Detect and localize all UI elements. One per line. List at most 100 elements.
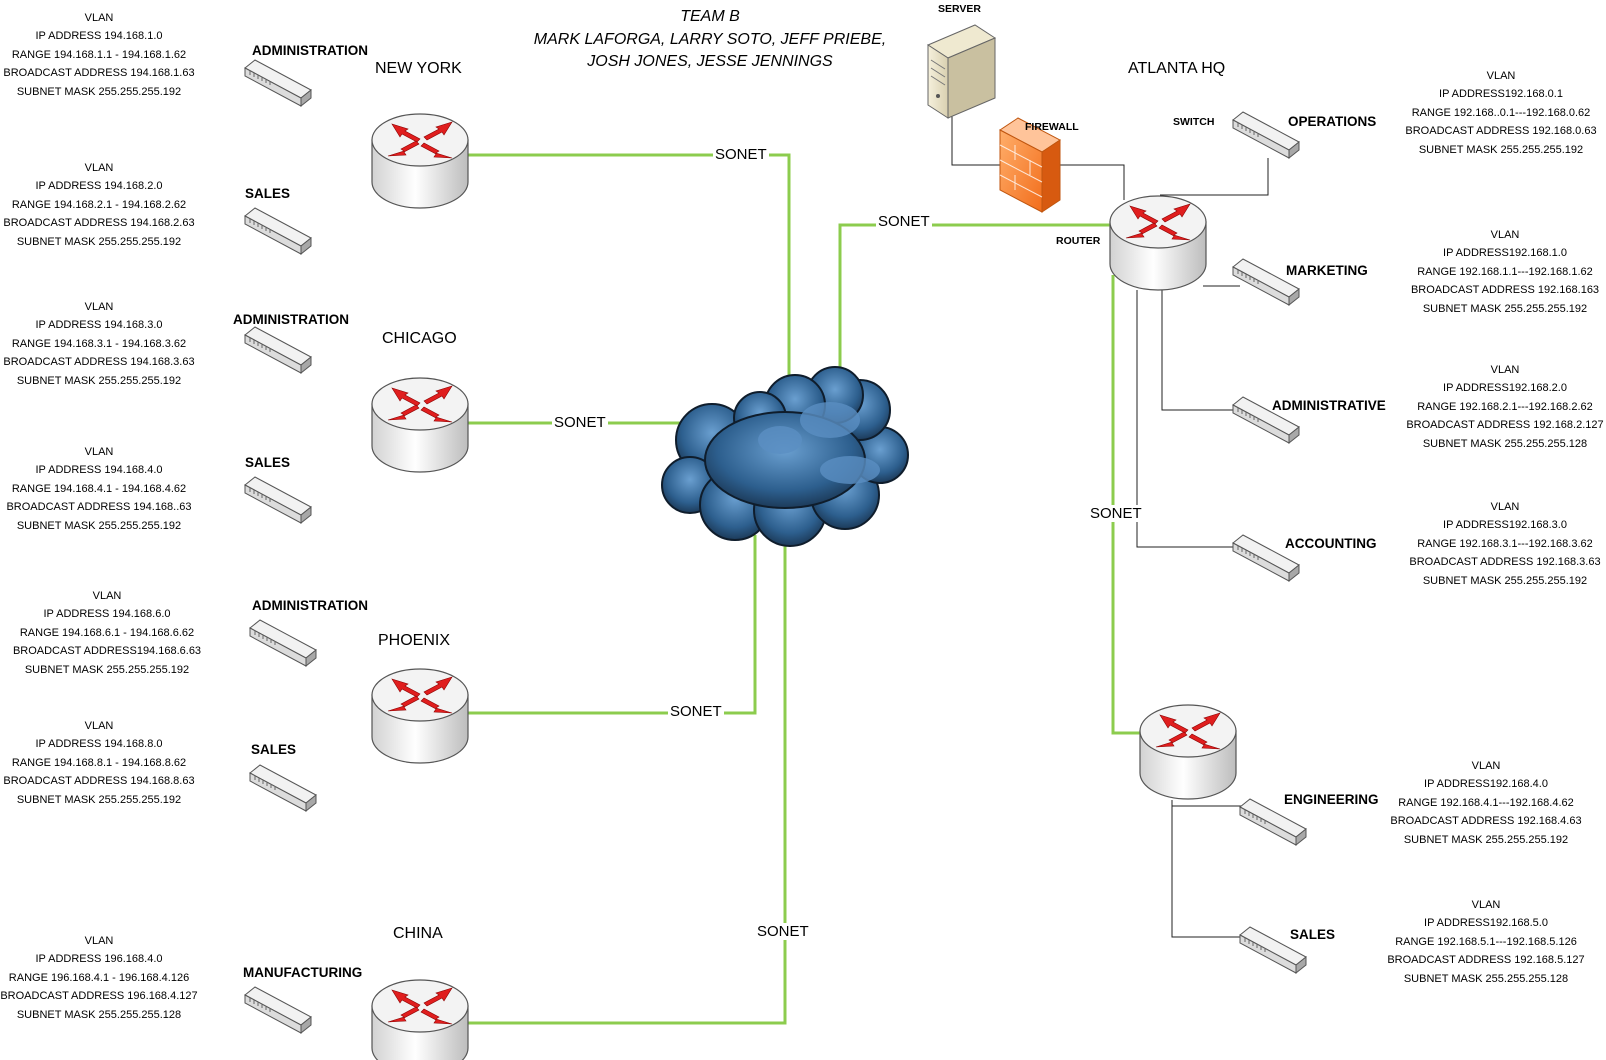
dept-label-chi-admin: ADMINISTRATION (233, 312, 349, 327)
dept-label-phx-sales: SALES (251, 742, 297, 757)
city-label-chicago: CHICAGO (382, 330, 457, 347)
server-label: SERVER (938, 3, 981, 15)
vlan-title: VLAN (92, 590, 122, 602)
vlan-block-atl-sales: VLAN IP ADDRESS192.168.5.0 RANGE 192.168… (1371, 896, 1601, 988)
sonet-label-atlanta: SONET (876, 213, 932, 230)
vlan-range: RANGE 196.168.4.1 - 196.168.4.126 (8, 971, 190, 984)
sonet-label-china: SONET (755, 923, 811, 940)
sonet-links (455, 153, 1140, 1025)
dept-label-atl-accounting: ACCOUNTING (1285, 536, 1377, 551)
vlan-block-chi-sales: VLAN IP ADDRESS 194.168.4.0 RANGE 194.16… (0, 443, 214, 535)
vlan-ip: IP ADDRESS 194.168.1.0 (35, 30, 163, 43)
city-label-phoenix: PHOENIX (378, 632, 451, 649)
vlan-broadcast: BROADCAST ADDRESS 192.168.4.63 (1390, 815, 1582, 828)
vlan-ip: IP ADDRESS 196.168.4.0 (35, 953, 163, 966)
dept-label-china-mfg: MANUFACTURING (243, 965, 363, 980)
city-label-china: CHINA (393, 925, 443, 942)
vlan-block-chi-admin: VLAN IP ADDRESS 194.168.3.0 RANGE 194.16… (0, 298, 214, 390)
vlan-broadcast: BROADCAST ADDRESS 192.168.0.63 (1405, 125, 1597, 138)
vlan-mask: SUBNET MASK 255.255.255.192 (1422, 574, 1588, 587)
vlan-broadcast: BROADCAST ADDRESS 192.168.3.63 (1409, 556, 1601, 569)
vlan-range: RANGE 192.168.1.1---192.168.1.62 (1417, 265, 1593, 278)
vlan-title: VLAN (1490, 501, 1520, 513)
vlan-block-china-mfg: VLAN IP ADDRESS 196.168.4.0 RANGE 196.16… (0, 932, 214, 1024)
vlan-broadcast: BROADCAST ADDRESS 194.168.3.63 (3, 356, 195, 369)
switch-chi-admin[interactable] (244, 326, 312, 374)
team-members-line2: JOSH JONES, JESSE JENNINGS (587, 53, 833, 70)
firewall-icon[interactable] (999, 117, 1061, 213)
vlan-mask: SUBNET MASK 255.255.255.192 (16, 519, 182, 532)
switch-china-mfg[interactable] (244, 986, 312, 1034)
vlan-ip: IP ADDRESS192.168.0.1 (1439, 88, 1563, 101)
vlan-title: VLAN (1471, 899, 1501, 911)
vlan-block-atl-administrative: VLAN IP ADDRESS192.168.2.0 RANGE 192.168… (1390, 361, 1606, 453)
switch-phx-sales[interactable] (249, 764, 317, 812)
city-label-newyork: NEW YORK (375, 60, 462, 77)
vlan-block-phx-sales: VLAN IP ADDRESS 194.168.8.0 RANGE 194.16… (0, 717, 214, 809)
vlan-mask: SUBNET MASK 255.255.255.128 (16, 1008, 182, 1021)
vlan-ip: IP ADDRESS192.168.4.0 (1424, 778, 1548, 791)
switch-ny-sales[interactable] (244, 207, 312, 255)
router-newyork[interactable] (371, 113, 469, 209)
vlan-mask: SUBNET MASK 255.255.255.192 (16, 235, 182, 248)
router-china[interactable] (371, 979, 469, 1060)
dept-label-atl-operations: OPERATIONS (1288, 114, 1377, 129)
vlan-mask: SUBNET MASK 255.255.255.192 (16, 793, 182, 806)
link-china (455, 530, 787, 1025)
dept-label-atl-marketing: MARKETING (1286, 263, 1368, 278)
vlan-title: VLAN (1471, 760, 1501, 772)
vlan-mask: SUBNET MASK 255.255.255.192 (1403, 833, 1569, 846)
router-atlanta[interactable] (1109, 195, 1207, 291)
team-title: TEAM B (680, 8, 740, 25)
vlan-title: VLAN (84, 301, 114, 313)
vlan-range: RANGE 194.168.4.1 - 194.168.4.62 (11, 482, 187, 495)
router-label: ROUTER (1056, 235, 1101, 247)
router-phoenix[interactable] (371, 668, 469, 764)
link-atlanta (838, 223, 1110, 370)
vlan-ip: IP ADDRESS 194.168.8.0 (35, 738, 163, 751)
vlan-broadcast: BROADCAST ADDRESS194.168.6.63 (12, 645, 202, 658)
vlan-mask: SUBNET MASK 255.255.255.128 (1422, 437, 1588, 450)
switch-chi-sales[interactable] (244, 476, 312, 524)
vlan-block-atl-operations: VLAN IP ADDRESS192.168.0.1 RANGE 192.168… (1386, 67, 1606, 159)
internet-cloud (661, 366, 909, 547)
dept-label-chi-sales: SALES (245, 455, 291, 470)
vlan-ip: IP ADDRESS192.168.1.0 (1443, 247, 1567, 260)
switch-ny-admin[interactable] (244, 59, 312, 107)
vlan-broadcast: BROADCAST ADDRESS 194.168.2.63 (3, 217, 195, 230)
vlan-range: RANGE 194.168.2.1 - 194.168.2.62 (11, 198, 187, 211)
vlan-ip: IP ADDRESS 194.168.2.0 (35, 180, 163, 193)
vlan-block-atl-marketing: VLAN IP ADDRESS192.168.1.0 RANGE 192.168… (1390, 226, 1606, 318)
vlan-ip: IP ADDRESS192.168.3.0 (1443, 519, 1567, 532)
vlan-mask: SUBNET MASK 255.255.255.192 (1418, 143, 1584, 156)
vlan-ip: IP ADDRESS 194.168.6.0 (43, 608, 171, 621)
vlan-block-atl-engineering: VLAN IP ADDRESS192.168.4.0 RANGE 192.168… (1371, 757, 1601, 849)
vlan-mask: SUBNET MASK 255.255.255.192 (24, 663, 190, 676)
dept-label-atl-sales: SALES (1290, 927, 1336, 942)
vlan-title: VLAN (1490, 364, 1520, 376)
vlan-range: RANGE 192.168.4.1---192.168.4.62 (1398, 796, 1574, 809)
vlan-block-ny-sales: VLAN IP ADDRESS 194.168.2.0 RANGE 194.16… (0, 159, 214, 251)
vlan-ip: IP ADDRESS192.168.2.0 (1443, 382, 1567, 395)
vlan-ip: IP ADDRESS192.168.5.0 (1424, 917, 1548, 930)
lan-links (951, 115, 1269, 938)
vlan-broadcast: BROADCAST ADDRESS 192.168.163 (1410, 284, 1600, 297)
link-phoenix (455, 535, 757, 715)
city-label-atlanta: ATLANTA HQ (1128, 60, 1226, 77)
vlan-broadcast: BROADCAST ADDRESS 194.168..63 (6, 501, 192, 514)
vlan-ip: IP ADDRESS 194.168.4.0 (35, 464, 163, 477)
vlan-range: RANGE 194.168.1.1 - 194.168.1.62 (11, 48, 187, 61)
server-icon[interactable] (926, 24, 997, 119)
vlan-block-atl-accounting: VLAN IP ADDRESS192.168.3.0 RANGE 192.168… (1390, 498, 1606, 590)
vlan-range: RANGE 194.168.8.1 - 194.168.8.62 (11, 756, 187, 769)
switch-phx-admin[interactable] (249, 619, 317, 667)
router-atlanta-secondary[interactable] (1139, 704, 1237, 800)
vlan-title: VLAN (84, 720, 114, 732)
vlan-title: VLAN (84, 12, 114, 24)
link-hq-secondary (1111, 275, 1140, 735)
vlan-block-ny-admin: VLAN IP ADDRESS 194.168.1.0 RANGE 194.16… (0, 9, 214, 101)
router-chicago[interactable] (371, 377, 469, 473)
vlan-broadcast: BROADCAST ADDRESS 194.168.8.63 (3, 775, 195, 788)
team-members-line1: MARK LAFORGA, LARRY SOTO, JEFF PRIEBE, (533, 30, 887, 48)
